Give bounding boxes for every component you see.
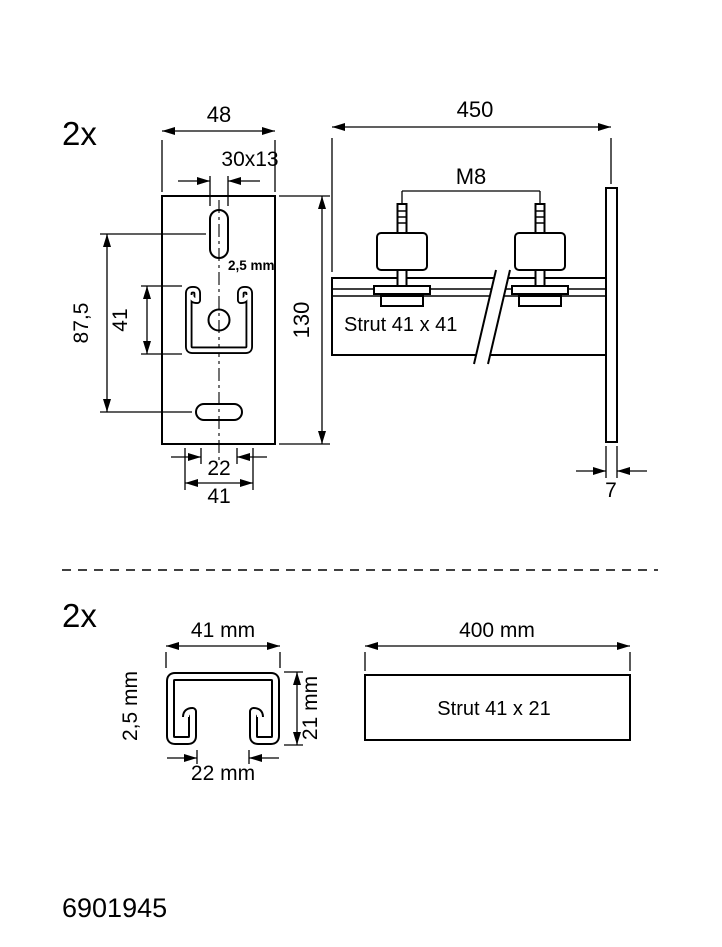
dim-hole-spacing-87-5: 87,5 xyxy=(70,303,93,344)
strut-41x41-label: Strut 41 x 41 xyxy=(344,314,457,336)
strut-41x21-body xyxy=(364,674,631,741)
channel-section-inner xyxy=(186,287,252,353)
dim-profile-opening-22mm: 22 mm xyxy=(191,762,255,785)
dim-length-450: 450 xyxy=(457,97,494,122)
dim-channel-width-41: 41 xyxy=(207,485,230,508)
product-code: 6901945 xyxy=(62,893,167,923)
dim-channel-height-41: 41 xyxy=(109,308,132,331)
thread-label-m8: M8 xyxy=(456,164,487,189)
dim-profile-width-41mm: 41 mm xyxy=(191,619,255,642)
bracket-side-view: 450 M8 xyxy=(331,97,647,502)
bolt-assembly-right xyxy=(511,203,569,307)
dim-plate-thickness-7: 7 xyxy=(605,479,617,502)
strut-41x21-side-view: 400 mm Strut 41 x 21 xyxy=(364,619,631,741)
dim-width-48: 48 xyxy=(207,102,231,127)
strut-41x21-profile-view: 41 mm 2,5 mm 21 mm 22 mm xyxy=(119,619,322,785)
dim-wall-thickness: 2,5 mm xyxy=(228,258,275,273)
break-symbol xyxy=(474,270,510,364)
dim-total-height-130: 130 xyxy=(289,302,314,339)
profile-inner xyxy=(168,674,278,743)
strut-41x21-label: Strut 41 x 21 xyxy=(437,698,550,720)
bracket-front-view: 48 30x13 2,5 mm 87,5 41 130 22 xyxy=(70,102,330,508)
center-hole xyxy=(207,308,231,332)
bottom-slot xyxy=(195,403,243,421)
dim-strut-length-400mm: 400 mm xyxy=(459,619,535,642)
dim-profile-height-21mm: 21 mm xyxy=(299,676,322,740)
dim-profile-thickness: 2,5 mm xyxy=(119,671,142,741)
bracket-plate-outline xyxy=(161,195,276,445)
top-slot xyxy=(209,209,229,259)
bolt-assembly-left xyxy=(373,203,431,307)
profile-outer xyxy=(166,672,280,745)
lower-quantity-label: 2x xyxy=(62,597,97,634)
dim-slot-30x13: 30x13 xyxy=(221,148,278,171)
upper-quantity-label: 2x xyxy=(62,115,97,152)
wall-plate xyxy=(605,187,618,443)
dim-opening-22: 22 xyxy=(207,457,230,480)
